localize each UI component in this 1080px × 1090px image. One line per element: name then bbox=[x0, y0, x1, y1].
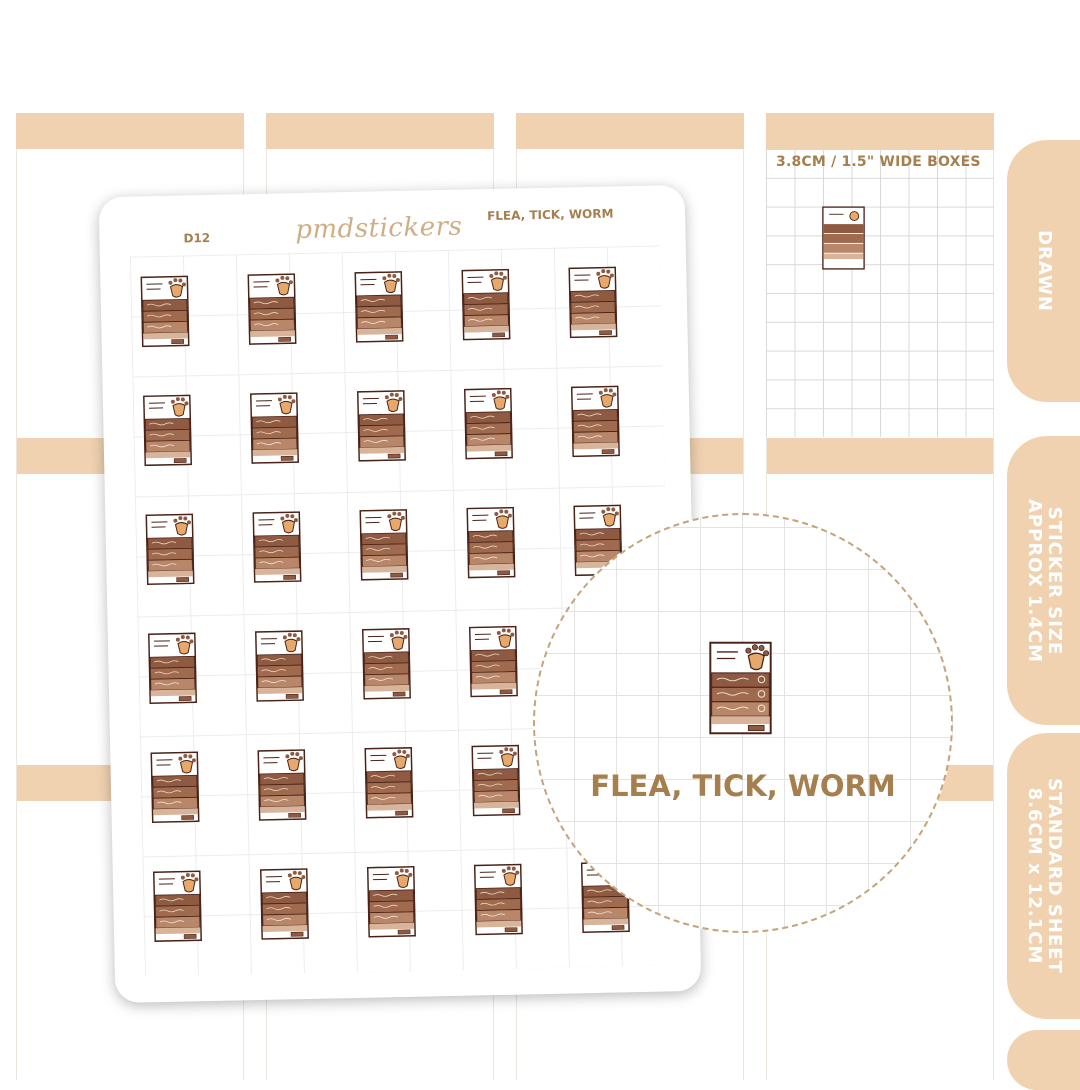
pet-record-sticker-icon bbox=[260, 868, 309, 940]
pet-record-sticker-icon bbox=[474, 864, 523, 936]
pet-record-sticker-icon bbox=[461, 269, 510, 341]
pet-record-sticker-icon bbox=[464, 388, 513, 460]
column-header-band bbox=[16, 113, 244, 149]
pet-record-sticker-icon bbox=[362, 628, 411, 700]
tab-standard-sheet-line2: 8.6CM x 12.1CM bbox=[1024, 778, 1044, 974]
pet-record-sticker-icon bbox=[354, 271, 403, 343]
tab-sticker-size-line2: APPROX 1.4CM bbox=[1024, 499, 1044, 663]
pet-record-sticker-icon bbox=[568, 266, 617, 338]
column-divider bbox=[16, 149, 17, 1080]
pet-record-sticker-icon bbox=[466, 507, 515, 579]
column-band bbox=[766, 438, 994, 474]
tab-sticker-size-line1: STICKER SIZE bbox=[1044, 499, 1064, 663]
tab-standard-sheet-line1: STANDARD SHEET bbox=[1044, 778, 1064, 974]
sample-sticker bbox=[822, 206, 865, 270]
pet-record-sticker-icon bbox=[364, 747, 413, 819]
pet-record-sticker-icon bbox=[143, 394, 192, 466]
brand-logo: pmdstickers bbox=[295, 212, 463, 245]
column-header-band bbox=[766, 113, 994, 149]
pet-record-sticker-icon bbox=[148, 632, 197, 704]
pet-record-sticker-icon bbox=[153, 870, 202, 942]
column-header-band bbox=[266, 113, 494, 149]
box-width-label: 3.8CM / 1.5" WIDE BOXES bbox=[776, 154, 981, 170]
sheet-code: D12 bbox=[183, 231, 210, 246]
zoom-label: FLEA, TICK, WORM bbox=[535, 769, 951, 803]
pet-record-sticker-icon bbox=[709, 640, 772, 736]
tab-sticker-size: STICKER SIZE APPROX 1.4CM bbox=[1007, 436, 1080, 725]
pet-record-sticker-icon bbox=[252, 511, 301, 583]
pet-record-sticker-icon bbox=[255, 630, 304, 702]
zoom-preview: FLEA, TICK, WORM bbox=[533, 513, 953, 933]
pet-record-sticker-icon bbox=[357, 390, 406, 462]
pet-record-sticker-icon bbox=[469, 626, 518, 698]
column-header-band bbox=[516, 113, 744, 149]
tab-drawn-label: DRAWN bbox=[1034, 230, 1054, 312]
pet-record-sticker-icon bbox=[140, 275, 189, 347]
pet-record-sticker-icon bbox=[367, 866, 416, 938]
pet-record-sticker-icon bbox=[145, 513, 194, 585]
pet-record-sticker-icon bbox=[571, 385, 620, 457]
pet-record-sticker-icon bbox=[257, 749, 306, 821]
pet-record-sticker-icon bbox=[250, 392, 299, 464]
tab-partial bbox=[1007, 1030, 1080, 1090]
tab-standard-sheet: STANDARD SHEET 8.6CM x 12.1CM bbox=[1007, 733, 1080, 1019]
sheet-title: FLEA, TICK, WORM bbox=[487, 206, 614, 223]
sample-grid-box bbox=[766, 149, 994, 437]
pet-record-sticker-icon bbox=[150, 751, 199, 823]
tab-drawn: DRAWN bbox=[1007, 140, 1080, 402]
pet-record-sticker-icon bbox=[359, 509, 408, 581]
pet-record-sticker-icon bbox=[471, 745, 520, 817]
pet-record-sticker-icon bbox=[247, 273, 296, 345]
